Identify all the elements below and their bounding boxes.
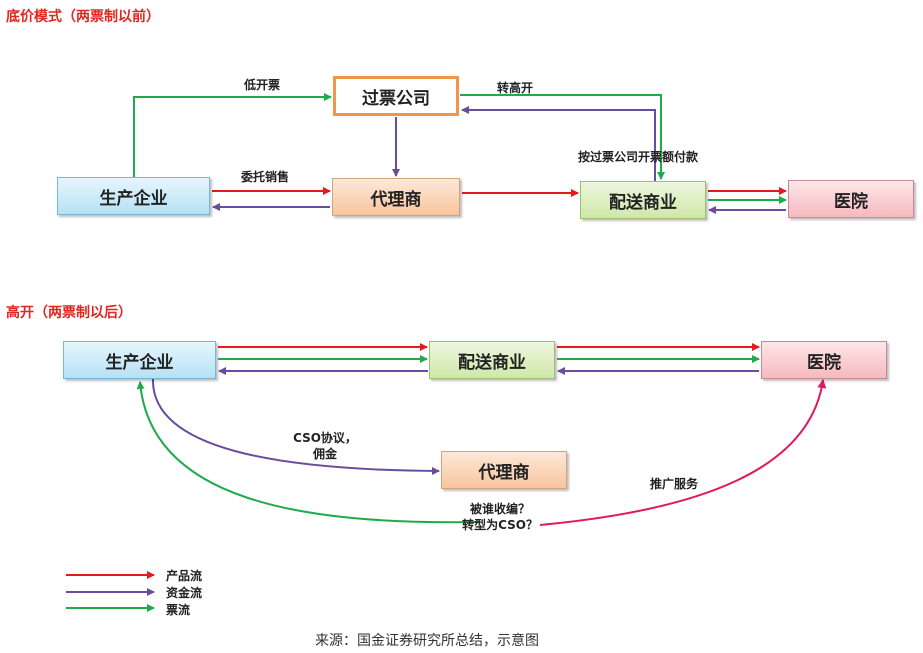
legend-invoice-flow: 票流 [166, 603, 191, 617]
section-title-top: 底价模式（两票制以前） [6, 9, 160, 25]
label-consignment: 委托销售 [241, 170, 290, 184]
top-distributor-box: 配送商业 [580, 181, 706, 219]
arrow-bot-cso-commission [151, 377, 440, 475]
arrow-bot-promo-arc [539, 379, 827, 526]
label-pay-by-invoice: 按过票公司开票额付款 [578, 150, 699, 164]
top-ticket-company-box: 过票公司 [333, 76, 459, 116]
arrow-top-distributor-to-ticket [461, 106, 656, 181]
legend-product-flow: 产品流 [166, 569, 203, 583]
label-promo-service: 推广服务 [650, 477, 699, 491]
label-high-invoice: 转高开 [497, 81, 534, 95]
arrow-top-high-invoice [460, 94, 665, 180]
label-question-line2: 转型为CSO？ [462, 518, 538, 532]
label-cso-line2: 佣金 [312, 447, 337, 461]
label-low-invoice: 低开票 [244, 78, 281, 92]
source-note: 来源：国金证券研究所总结，示意图 [315, 633, 539, 649]
bottom-producer-box: 生产企业 [63, 341, 216, 379]
top-producer-box: 生产企业 [57, 177, 210, 215]
label-question: 被谁收编？ 转型为CSO？ [450, 501, 550, 533]
label-cso-line1: CSO协议， [293, 431, 357, 445]
bottom-agent-box: 代理商 [441, 451, 567, 489]
arrow-top-low-invoice [133, 93, 332, 177]
arrow-bot-green-arc [136, 381, 481, 524]
section-title-bottom: 高开（两票制以后） [6, 305, 132, 321]
label-question-line1: 被谁收编？ [469, 502, 530, 516]
top-agent-box: 代理商 [332, 178, 460, 216]
top-hospital-box: 医院 [788, 180, 914, 218]
legend-fund-flow: 资金流 [166, 586, 203, 600]
bottom-distributor-box: 配送商业 [429, 341, 555, 379]
label-cso-agreement: CSO协议， 佣金 [290, 430, 360, 462]
bottom-hospital-box: 医院 [761, 341, 887, 379]
